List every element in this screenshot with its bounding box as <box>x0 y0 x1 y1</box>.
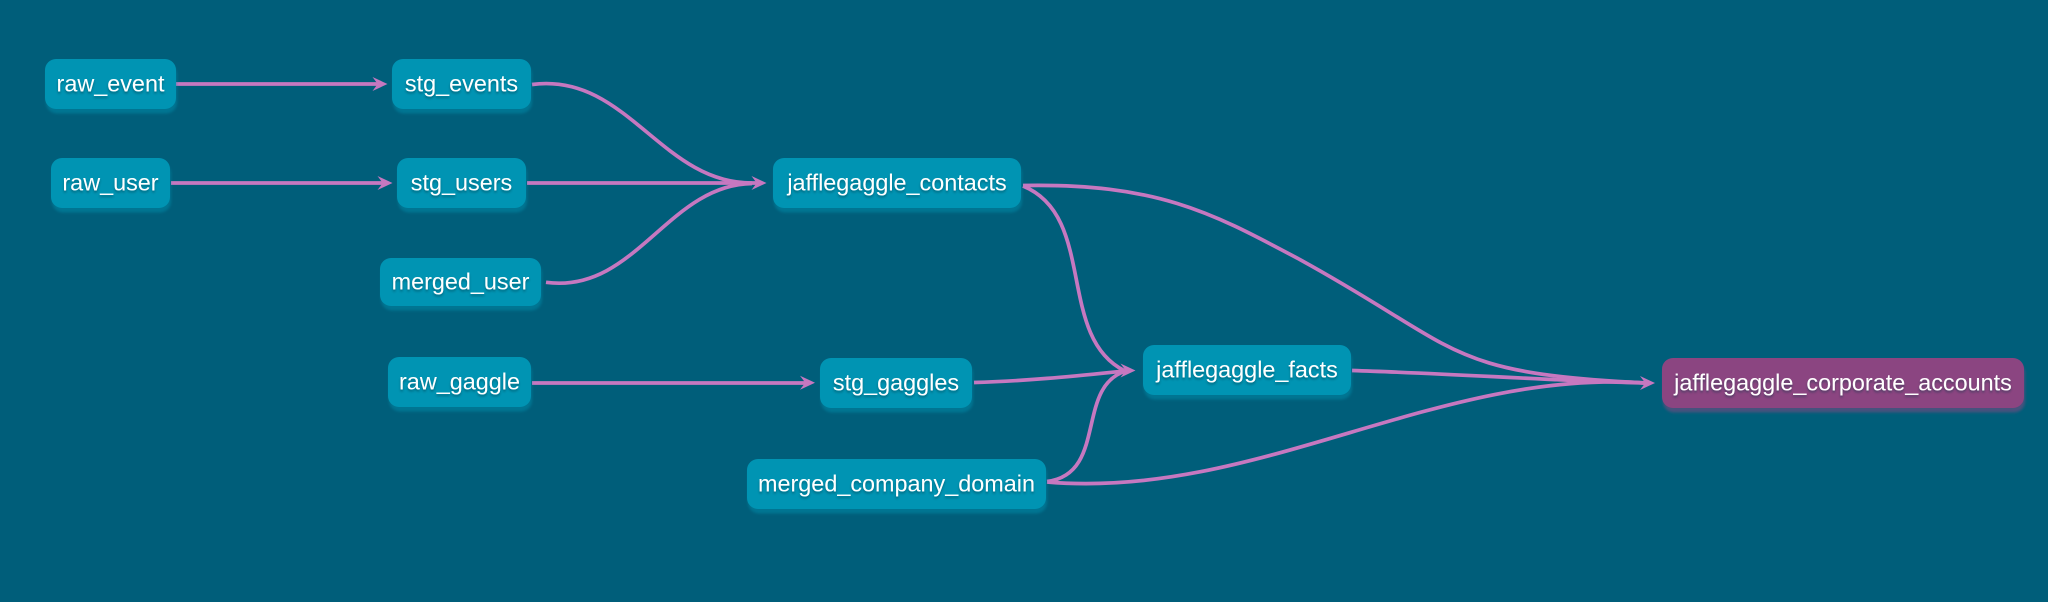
svg-text:raw_gaggle: raw_gaggle <box>399 369 520 395</box>
svg-text:merged_user: merged_user <box>392 269 530 295</box>
svg-text:raw_event: raw_event <box>57 71 165 97</box>
svg-text:jafflegaggle_contacts: jafflegaggle_contacts <box>786 170 1006 196</box>
svg-text:stg_events: stg_events <box>405 71 518 97</box>
svg-text:raw_user: raw_user <box>62 170 158 196</box>
svg-text:merged_company_domain: merged_company_domain <box>758 471 1035 497</box>
svg-text:stg_users: stg_users <box>411 170 512 196</box>
svg-text:jafflegaggle_corporate_account: jafflegaggle_corporate_accounts <box>1673 370 2012 396</box>
svg-text:stg_gaggles: stg_gaggles <box>833 370 959 396</box>
svg-text:jafflegaggle_facts: jafflegaggle_facts <box>1155 357 1338 383</box>
